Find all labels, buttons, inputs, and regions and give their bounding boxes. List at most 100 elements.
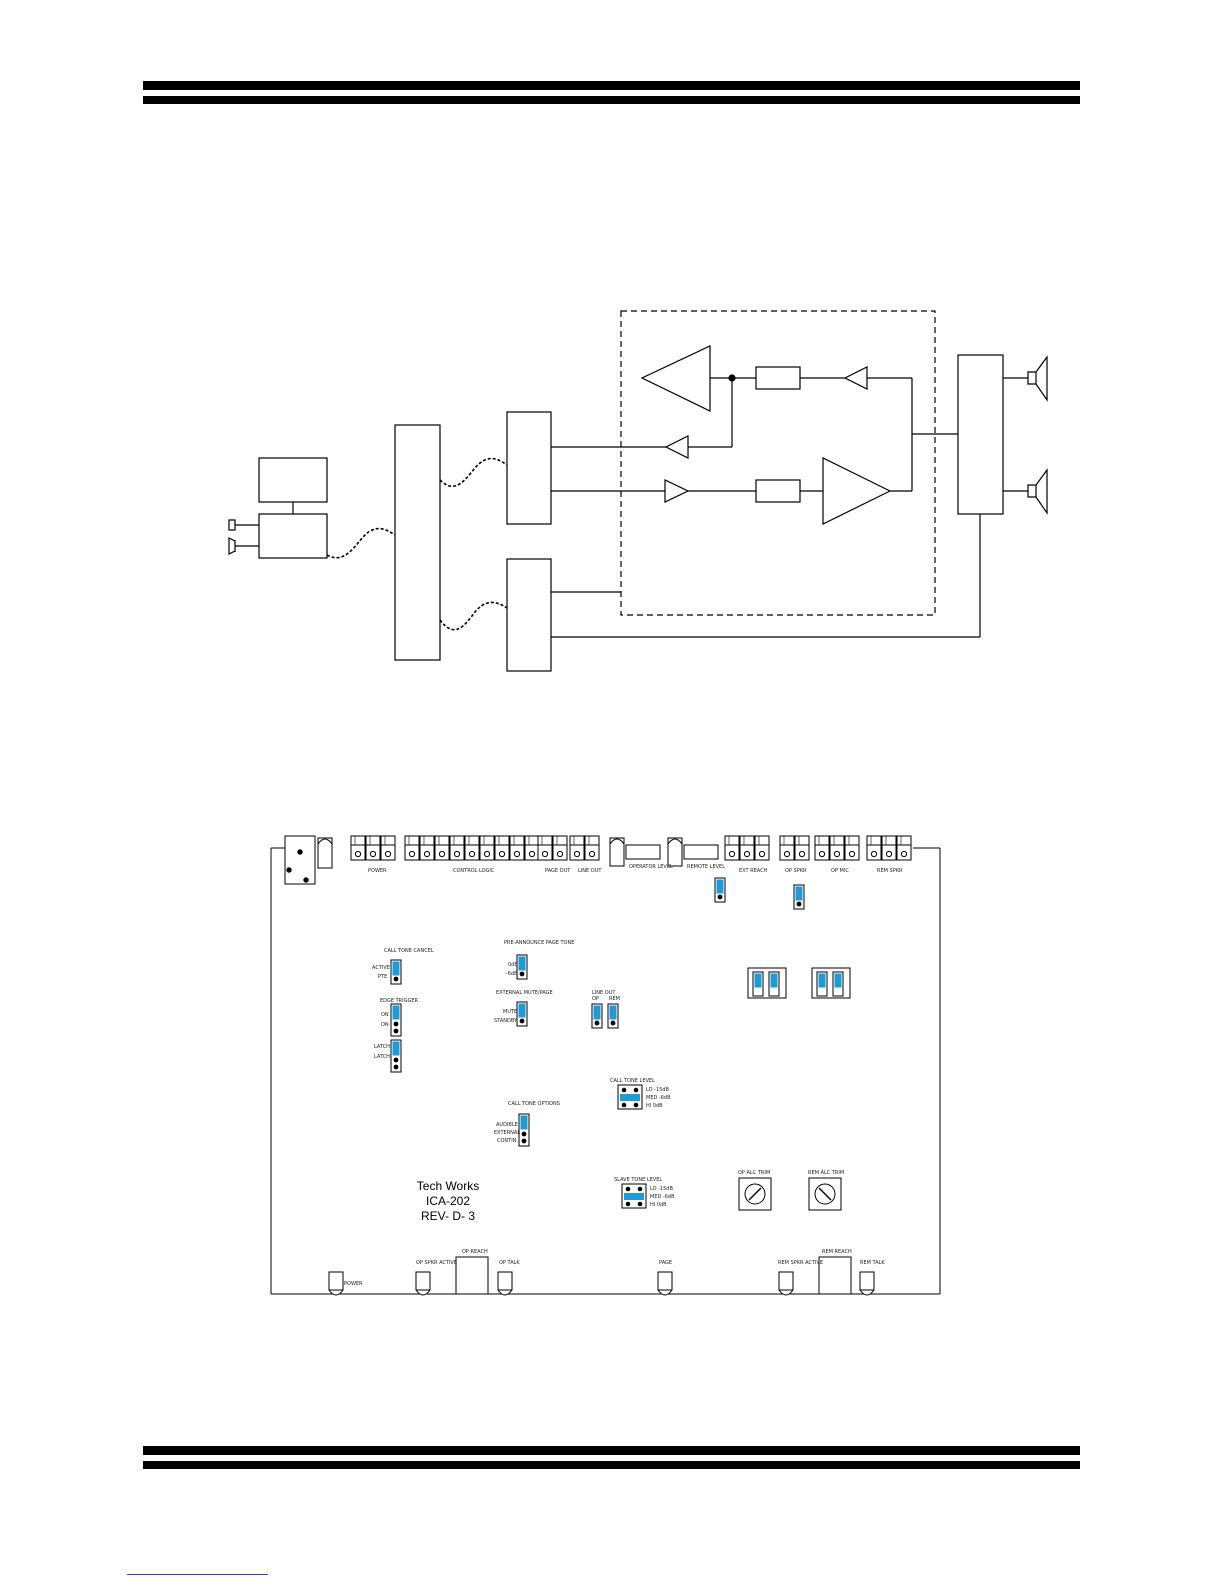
label-latch-2: LATCH <box>374 1054 390 1060</box>
power-jack[interactable] <box>284 835 333 885</box>
header-rule-thick <box>143 81 1080 90</box>
jumper-latch[interactable] <box>390 1039 402 1073</box>
label-operator-level: OPERATOR LEVEL <box>629 864 673 870</box>
label-external: EXTERNAL <box>494 1130 520 1136</box>
speaker-icon <box>228 537 259 555</box>
amplifier-top <box>640 345 711 412</box>
label-med-2: MED -6dB <box>650 1194 675 1200</box>
led-power <box>328 1271 344 1296</box>
label-op: OP <box>592 996 599 1002</box>
label-0db: 0dB <box>508 962 518 968</box>
label-op-alc-trim: OP ALC TRIM <box>738 1170 770 1176</box>
label-op-talk: OP TALK <box>499 1260 520 1266</box>
label-on-1: ON <box>381 1012 389 1018</box>
remote-level-control[interactable] <box>667 837 719 867</box>
label-rem-reach: REM REACH <box>822 1249 852 1255</box>
label-op-spkr: OP SPKR <box>785 868 807 874</box>
label-power: POWER <box>368 868 387 874</box>
jumper-line-out-rem[interactable] <box>607 1003 619 1029</box>
jumper-block-op[interactable] <box>747 967 787 999</box>
board-maker: Tech Works <box>417 1179 479 1193</box>
label-op-reach: OP REACH <box>462 1249 488 1255</box>
label-lo-2: LO -15dB <box>650 1186 673 1192</box>
board-revision: REV- D- 3 <box>421 1209 475 1223</box>
led-op-talk <box>497 1271 513 1296</box>
footer-rule-thick <box>143 1446 1080 1455</box>
jumper-call-tone-level[interactable] <box>617 1084 643 1110</box>
label-hi-2: HI 0dB <box>650 1202 667 1208</box>
speaker-combiner-box <box>957 354 1004 515</box>
lower-transceiver-box <box>506 558 552 672</box>
jumper-line-out-op[interactable] <box>591 1003 603 1029</box>
op-reach-connector[interactable] <box>455 1256 489 1295</box>
label-page: PAGE <box>659 1260 672 1266</box>
microphone-icon <box>228 519 259 531</box>
central-hub-box <box>394 424 441 661</box>
jumper-block-rem[interactable] <box>811 967 851 999</box>
label-rem-alc-trim: REM ALC TRIM <box>808 1170 844 1176</box>
jumper-op-spkr[interactable] <box>793 884 805 910</box>
amplifier-bottom <box>822 457 892 525</box>
jumper-ext-reach[interactable] <box>714 877 726 903</box>
label-control-logic: CONTROL LOGIC <box>453 868 495 874</box>
label-line-out: LINE OUT <box>578 868 602 874</box>
speaker-icon-bottom <box>1027 468 1048 515</box>
label-rem-spkr: REM SPKR <box>877 868 903 874</box>
filter-bottom <box>755 479 801 503</box>
board-model: ICA-202 <box>426 1194 470 1208</box>
label-bottom-power: POWER <box>344 1281 363 1287</box>
header-rule-thin <box>143 96 1080 104</box>
speaker-icon-top <box>1027 355 1048 402</box>
label-slave-tone-level: SLAVE TONE LEVEL <box>614 1177 662 1183</box>
wireless-link-lower <box>439 601 508 631</box>
label-med: MED -6dB <box>646 1095 671 1101</box>
buffer-bottom <box>664 479 690 503</box>
label-line-out-jumper: LINE OUT <box>592 990 616 996</box>
label-rem-talk: REM TALK <box>860 1260 885 1266</box>
wireless-link <box>326 527 396 559</box>
label-ext-reach: EXT REACH <box>739 868 768 874</box>
label-op-spkr-active: OP SPKR ACTIVE <box>416 1260 457 1266</box>
label-page-out: PAGE OUT <box>545 868 571 874</box>
label-call-tone-cancel: CALL TONE CANCEL <box>384 948 434 954</box>
jumper-call-tone-cancel[interactable] <box>390 959 402 985</box>
label-active: ACTIVE <box>372 965 390 971</box>
jumper-slave-tone-level[interactable] <box>621 1183 647 1209</box>
label-pre-announce: PRE-ANNOUNCE PAGE TONE <box>504 940 574 946</box>
label-contin: CONTIN. <box>497 1138 518 1144</box>
label-standby: STANDBY <box>494 1018 518 1024</box>
station-display-box <box>258 457 328 503</box>
rem-alc-trim-pot[interactable] <box>808 1177 842 1211</box>
led-op-spkr-active <box>415 1271 431 1296</box>
label-latch-1: LATCH <box>374 1044 390 1050</box>
jumper-call-tone-options[interactable] <box>518 1113 530 1147</box>
filter-top <box>755 366 801 390</box>
footer-link-underline <box>127 1574 268 1575</box>
jumper-pre-announce[interactable] <box>516 954 528 980</box>
board-outline <box>270 847 941 1295</box>
label-external-mute: EXTERNAL MUTE/PAGE <box>496 990 553 996</box>
block-diagram <box>228 310 1048 672</box>
wireless-link-upper <box>439 457 508 487</box>
jumper-external-mute[interactable] <box>516 1001 528 1027</box>
label-call-tone-options: CALL TONE OPTIONS <box>508 1101 560 1107</box>
footer-rule-thin <box>143 1461 1080 1469</box>
led-rem-spkr-active <box>778 1271 794 1296</box>
op-alc-trim-pot[interactable] <box>738 1177 772 1211</box>
upper-transceiver-box <box>506 411 552 525</box>
operator-level-control[interactable] <box>609 837 661 867</box>
label-on-2: ON <box>381 1022 389 1028</box>
buffer-top-return <box>664 435 689 459</box>
label-lo: LO -15dB <box>646 1087 669 1093</box>
station-unit-box <box>258 513 328 559</box>
label-call-tone-level: CALL TONE LEVEL <box>610 1078 655 1084</box>
label-audible: AUDIBLE <box>496 1122 518 1128</box>
label-remote-level: REMOTE LEVEL <box>687 864 725 870</box>
led-page <box>657 1271 673 1296</box>
label-hi: HI 0dB <box>646 1103 663 1109</box>
jumper-edge-trigger[interactable] <box>390 1003 402 1037</box>
rem-reach-connector[interactable] <box>818 1256 852 1295</box>
buffer-top-right <box>843 366 868 390</box>
label-mute: MUTE <box>503 1009 517 1015</box>
label-rem-spkr-active: REM SPKR ACTIVE <box>778 1260 823 1266</box>
